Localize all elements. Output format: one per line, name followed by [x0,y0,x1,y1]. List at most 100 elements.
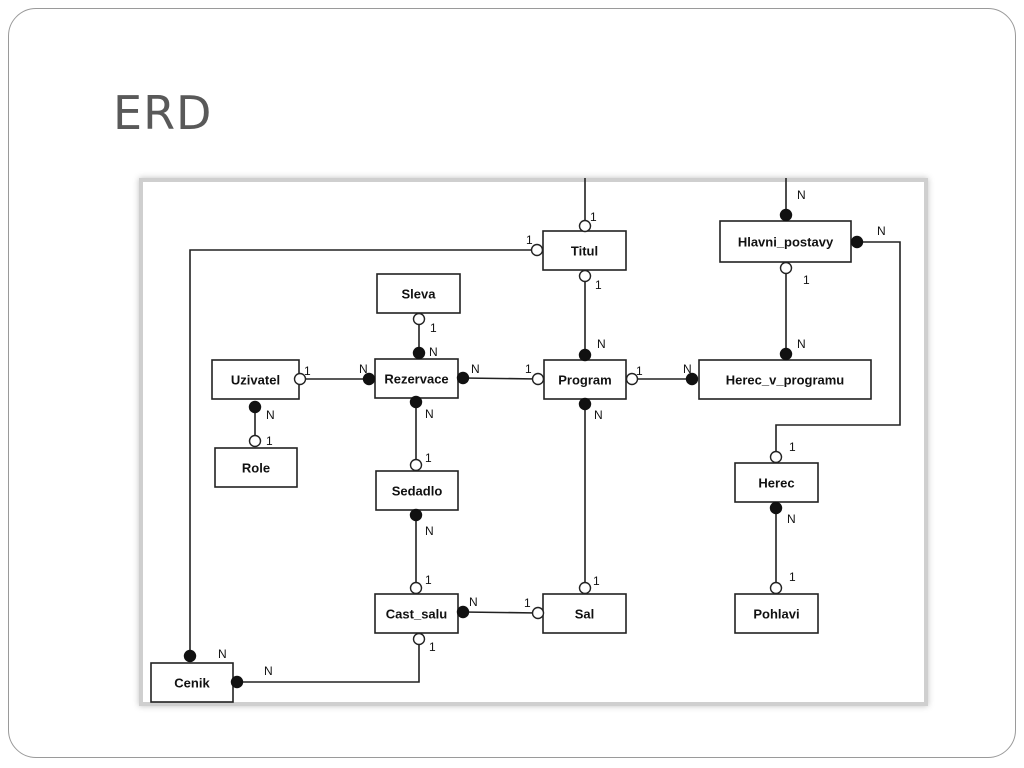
cardinality-label-rezervace-sedadlo-to: 1 [425,451,432,465]
one-marker-rezervace-program-to [531,372,545,386]
entity-herec-v-programu: Herec_v_programu [698,359,872,400]
entity-label: Sal [575,607,595,622]
cardinality-label-program-sal-from: N [594,408,603,422]
cardinality-label-uzivatel-rezervace-from: 1 [304,364,311,378]
many-marker-program-sal-from [578,397,592,411]
many-marker-hlavni-postavy-herec-v-programu-to [779,347,793,361]
entity-program: Program [543,359,627,400]
many-marker-rezervace-program-from [456,371,470,385]
many-marker-sleva-rezervace-to [412,346,426,360]
many-marker-titul-cenik-to [183,649,197,663]
one-marker-titul-offpage-from [578,219,592,233]
many-marker-cast-salu-cenik-to [230,675,244,689]
many-marker-uzivatel-role-from [248,400,262,414]
entity-box [376,273,461,314]
relationship-line-titul-cenik [189,249,537,656]
cardinality-label-herec-pohlavi-from: N [787,512,796,526]
one-marker-program-herec-v-programu-from [625,372,639,386]
cardinality-label-hlavni-postavy-herec-to: 1 [789,440,796,454]
entity-label: Cast_salu [386,607,447,622]
cardinality-label-sleva-rezervace-to: N [429,345,438,359]
slide-title: ERD [113,86,213,140]
entity-cast-salu: Cast_salu [374,593,459,634]
one-marker-hlavni-postavy-herec-to [769,450,783,464]
cardinality-label-sedadlo-cast-salu-from: N [425,524,434,538]
one-marker-cast-salu-cenik-from [412,632,426,646]
cardinality-label-cast-salu-cenik-to: N [264,664,273,678]
relationship-line-rezervace-program [462,377,539,380]
many-marker-titul-program-to [578,348,592,362]
entity-titul: Titul [542,230,627,271]
many-marker-hlavni-postavy-herec-from [850,235,864,249]
cardinality-label-program-herec-v-programu-from: 1 [636,364,643,378]
entity-box [214,447,298,488]
cardinality-label-titul-program-from: 1 [595,278,602,292]
one-marker-titul-program-from [578,269,592,283]
entity-label: Program [558,373,611,388]
entity-label: Herec_v_programu [726,373,845,388]
one-marker-titul-cenik-from [530,243,544,257]
cardinality-label-uzivatel-role-to: 1 [266,434,273,448]
entity-label: Uzivatel [231,373,280,388]
cardinality-label-hlavni-postavy-herec-v-programu-from: 1 [803,273,810,287]
entity-rezervace: Rezervace [374,358,459,399]
one-marker-rezervace-sedadlo-to [409,458,423,472]
many-marker-hlavni-postavy-offpage-to [779,208,793,222]
entity-box [150,662,234,703]
entity-box [211,359,300,400]
relationship-line-hlavni-postavy-herec [775,241,901,457]
relationship-line-cast-salu-cenik [237,639,420,683]
entity-hlavni-postavy: Hlavni_postavy [719,220,852,263]
entity-sal: Sal [542,593,627,634]
entity-sleva: Sleva [376,273,461,314]
entity-label: Sedadlo [392,484,443,499]
entity-label: Hlavni_postavy [738,235,834,250]
cardinality-label-rezervace-program-from: N [471,362,480,376]
many-marker-program-herec-v-programu-to [685,372,699,386]
entity-box [698,359,872,400]
one-marker-program-sal-to [578,581,592,595]
cardinality-label-hlavni-postavy-herec-from: N [877,224,886,238]
many-marker-rezervace-sedadlo-from [409,395,423,409]
one-marker-sleva-rezervace-from [412,312,426,326]
entity-cenik: Cenik [150,662,234,703]
many-marker-uzivatel-rezervace-to [362,372,376,386]
cardinality-label-titul-offpage-from: 1 [590,210,597,224]
cardinality-label-herec-pohlavi-to: 1 [789,570,796,584]
entity-box [374,593,459,634]
entity-herec: Herec [734,462,819,503]
many-marker-herec-pohlavi-from [769,501,783,515]
cardinality-label-program-sal-to: 1 [593,574,600,588]
one-marker-hlavni-postavy-herec-v-programu-from [779,261,793,275]
entity-label: Herec [758,476,794,491]
entity-box [542,230,627,271]
entity-box [375,470,459,511]
one-marker-sedadlo-cast-salu-to [409,581,423,595]
one-marker-cast-salu-sal-to [531,606,545,620]
cardinality-label-hlavni-postavy-offpage-to: N [797,188,806,202]
entity-uzivatel: Uzivatel [211,359,300,400]
cardinality-label-hlavni-postavy-herec-v-programu-to: N [797,337,806,351]
cardinality-label-titul-cenik-from: 1 [526,233,533,247]
many-marker-cast-salu-sal-from [456,605,470,619]
cardinality-label-sleva-rezervace-from: 1 [430,321,437,335]
many-marker-sedadlo-cast-salu-from [409,508,423,522]
entity-box [734,593,819,634]
entity-pohlavi: Pohlavi [734,593,819,634]
entity-label: Titul [571,244,598,259]
cardinality-label-cast-salu-cenik-from: 1 [429,640,436,654]
cardinality-label-sedadlo-cast-salu-to: 1 [425,573,432,587]
cardinality-label-cast-salu-sal-from: N [469,595,478,609]
relationship-line-cast-salu-sal [462,611,539,614]
one-marker-uzivatel-role-to [248,434,262,448]
cardinality-label-uzivatel-role-from: N [266,408,275,422]
entity-role: Role [214,447,298,488]
entity-label: Cenik [174,676,210,691]
cardinality-label-rezervace-sedadlo-from: N [425,407,434,421]
cardinality-label-titul-program-to: N [597,337,606,351]
one-marker-herec-pohlavi-to [769,581,783,595]
cardinality-label-uzivatel-rezervace-to: N [359,362,368,376]
